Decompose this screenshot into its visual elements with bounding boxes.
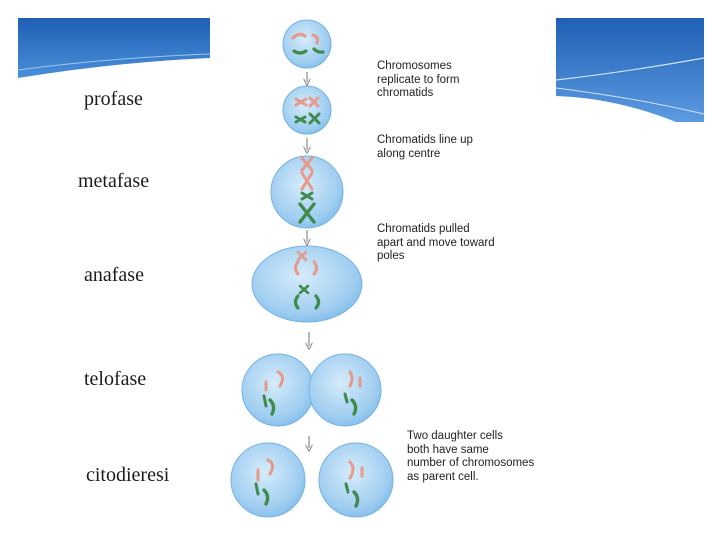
cell-daughter-left — [231, 443, 305, 517]
cell-interphase — [283, 20, 331, 68]
cell-anaphase — [252, 246, 362, 322]
cell-telophase — [242, 354, 381, 426]
cell-prophase — [283, 86, 331, 134]
cell-daughter-right — [319, 443, 393, 517]
cell-metaphase — [271, 156, 343, 228]
